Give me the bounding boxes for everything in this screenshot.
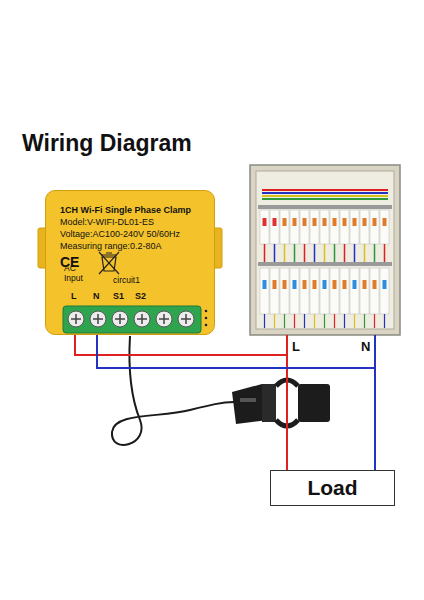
- terminal-group: circuit1: [113, 276, 140, 286]
- live-wire: [75, 335, 287, 470]
- load-box: Load: [270, 470, 395, 506]
- device-name: 1CH Wi-Fi Single Phase Clamp: [60, 204, 202, 216]
- live-wire: [286, 335, 288, 355]
- pin-name: L: [71, 291, 77, 301]
- pin-name: S2: [135, 291, 146, 301]
- spec-line: Voltage:AC100-240V 50/60Hz: [60, 228, 202, 240]
- diagram-title: Wiring Diagram: [22, 130, 192, 157]
- line-label: N: [361, 340, 370, 355]
- panel-interior: [256, 171, 394, 329]
- ct-cable: [112, 336, 234, 445]
- neutral-wire: [374, 335, 376, 368]
- spec-line: Model:V-WIFI-DL01-ES: [60, 216, 202, 228]
- panel-breakers: [258, 190, 392, 328]
- load-label: Load: [307, 476, 357, 500]
- current-clamp: [232, 380, 330, 426]
- pin-name: S1: [113, 291, 124, 301]
- spec-line: Measuring range:0.2-80A: [60, 240, 202, 252]
- pin-name: N: [93, 291, 100, 301]
- panel-housing: [250, 165, 400, 335]
- line-label: L: [292, 340, 300, 355]
- neutral-wire: [97, 335, 375, 470]
- terminal-group: AC Input: [64, 264, 92, 284]
